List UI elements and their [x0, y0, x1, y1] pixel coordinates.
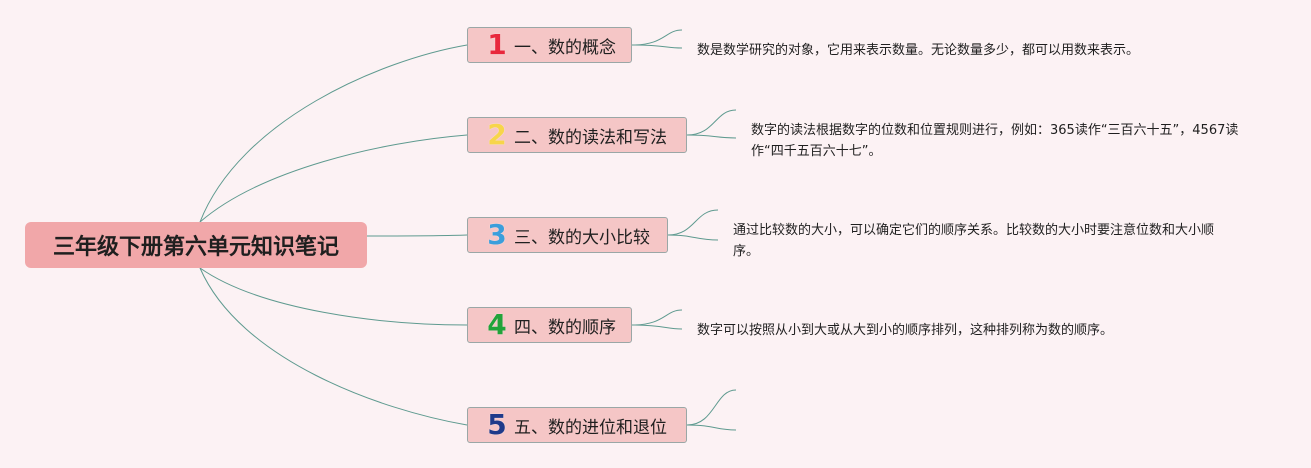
branch-topic-4[interactable]: 4 四、数的顺序: [467, 307, 632, 343]
root-title: 三年级下册第六单元知识笔记: [52, 235, 339, 260]
note-1[interactable]: 数是数学研究的对象，它用来表示数量。无论数量多少，都可以用数来表示。: [697, 40, 1217, 61]
branch-label: 一、数的概念: [514, 37, 616, 58]
branch-label: 五、数的进位和退位: [514, 417, 667, 438]
number-1-icon: 1: [487, 28, 507, 61]
branch-label: 二、数的读法和写法: [514, 127, 667, 148]
note-text: 数字的读法根据数字的位数和位置规则进行，例如：365读作“三百六十五”，4567…: [751, 123, 1239, 159]
branch-topic-3[interactable]: 3 三、数的大小比较: [467, 217, 668, 253]
branch-label: 三、数的大小比较: [514, 227, 650, 248]
note-text: 数是数学研究的对象，它用来表示数量。无论数量多少，都可以用数来表示。: [697, 43, 1140, 58]
note-4[interactable]: 数字可以按照从小到大或从大到小的顺序排列，这种排列称为数的顺序。: [697, 320, 1217, 341]
number-4-icon: 4: [487, 308, 507, 341]
note-text: 通过比较数的大小，可以确定它们的顺序关系。比较数的大小时要注意位数和大小顺序。: [733, 223, 1215, 259]
note-text: 数字可以按照从小到大或从大到小的顺序排列，这种排列称为数的顺序。: [697, 323, 1114, 338]
branch-topic-1[interactable]: 1 一、数的概念: [467, 27, 632, 63]
number-5-icon: 5: [487, 408, 507, 441]
branch-topic-5[interactable]: 5 五、数的进位和退位: [467, 407, 687, 443]
note-2[interactable]: 数字的读法根据数字的位数和位置规则进行，例如：365读作“三百六十五”，4567…: [751, 120, 1251, 162]
branch-label: 四、数的顺序: [514, 317, 616, 338]
number-2-icon: 2: [487, 118, 507, 151]
root-topic[interactable]: 三年级下册第六单元知识笔记: [25, 222, 367, 268]
branch-topic-2[interactable]: 2 二、数的读法和写法: [467, 117, 687, 153]
number-3-icon: 3: [487, 218, 507, 251]
note-3[interactable]: 通过比较数的大小，可以确定它们的顺序关系。比较数的大小时要注意位数和大小顺序。: [733, 220, 1228, 262]
